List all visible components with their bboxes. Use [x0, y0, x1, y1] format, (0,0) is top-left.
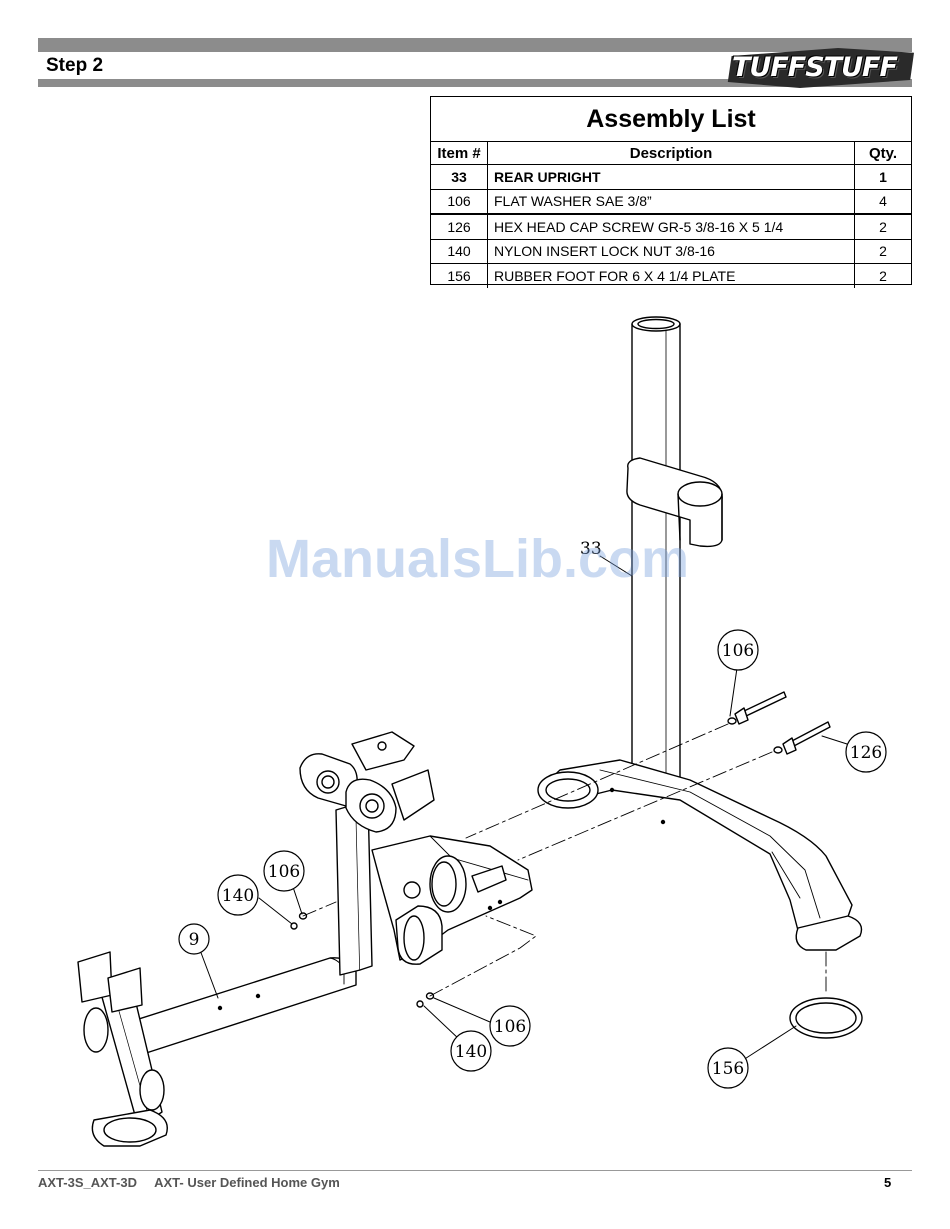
callout-156: 156: [707, 1047, 749, 1089]
col-qty-header: Qty.: [854, 142, 911, 165]
callout-label: 106: [494, 1017, 526, 1037]
item-description: FLAT WASHER SAE 3/8”: [487, 189, 855, 215]
item-qty: 2: [854, 213, 911, 240]
callout-106-lower: 106: [489, 1005, 531, 1047]
assembly-list: Assembly List Item # Description Qty. 33…: [430, 96, 912, 288]
callout-106-upper: 106: [717, 629, 759, 671]
callout-label: 140: [222, 886, 254, 906]
callout-label: 9: [189, 930, 200, 950]
callout-label: 140: [455, 1042, 487, 1062]
callout-label: 156: [712, 1059, 744, 1079]
callout-label: 126: [850, 743, 882, 763]
item-description: RUBBER FOOT FOR 6 X 4 1/4 PLATE: [487, 263, 855, 288]
logo-text: TUFFSTUFF: [732, 52, 898, 83]
item-description: REAR UPRIGHT: [487, 164, 855, 190]
item-description: HEX HEAD CAP SCREW GR-5 3/8-16 X 5 1/4: [487, 213, 855, 240]
footer-model: AXT-3S_AXT-3D: [38, 1175, 137, 1190]
page-number: 5: [884, 1175, 892, 1190]
footer-product: AXT- User Defined Home Gym: [154, 1175, 340, 1190]
col-description-header: Description: [487, 142, 855, 165]
item-number: 156: [431, 263, 488, 288]
item-qty: 1: [854, 164, 911, 190]
item-number: 140: [431, 239, 488, 264]
callout-label: 106: [268, 862, 300, 882]
assembly-table: Item # Description Qty. 33 REAR UPRIGHT …: [431, 142, 911, 288]
item-qty: 4: [854, 189, 911, 215]
assembly-center-lines: [302, 723, 827, 997]
callout-label: 33: [580, 539, 602, 559]
item-description: NYLON INSERT LOCK NUT 3/8-16: [487, 239, 855, 264]
callout-9: 9: [178, 923, 210, 955]
callout-126: 126: [845, 731, 887, 773]
item-number: 126: [431, 213, 488, 240]
callout-106-left: 106: [263, 850, 305, 892]
item-number: 33: [431, 164, 488, 190]
step-title: Step 2: [46, 55, 104, 76]
col-item-header: Item #: [431, 142, 488, 165]
callout-140-left: 140: [217, 874, 259, 916]
header-bar-bottom: [38, 79, 912, 87]
main-frame-drawing: [77, 731, 533, 1147]
assembly-list-title: Assembly List: [431, 97, 911, 142]
item-qty: 2: [879, 267, 887, 284]
manualslib-watermark: ManualsLib.com: [266, 529, 690, 589]
callout-140-lower: 140: [450, 1030, 492, 1072]
callout-label: 106: [722, 641, 754, 661]
assembly-header-row: Item # Description Qty.: [431, 142, 911, 165]
table-row: 126 HEX HEAD CAP SCREW GR-5 3/8-16 X 5 1…: [431, 213, 911, 240]
rear-upright-drawing: [537, 316, 863, 951]
footer-info: AXT-3S_AXT-3D AXT- User Defined Home Gym: [38, 1175, 354, 1190]
table-row: 156 RUBBER FOOT FOR 6 X 4 1/4 PLATE 2: [431, 263, 911, 288]
callout-33: 33: [580, 539, 602, 559]
header-bar-top: [38, 38, 912, 52]
table-row: 106 FLAT WASHER SAE 3/8” 4: [431, 189, 911, 215]
item-qty: 2: [854, 239, 911, 264]
table-row: 33 REAR UPRIGHT 1: [431, 164, 911, 190]
tuffstuff-logo: TUFFSTUFF: [724, 40, 916, 100]
footer-rule: [38, 1170, 912, 1171]
table-row: 140 NYLON INSERT LOCK NUT 3/8-16 2: [431, 239, 911, 264]
